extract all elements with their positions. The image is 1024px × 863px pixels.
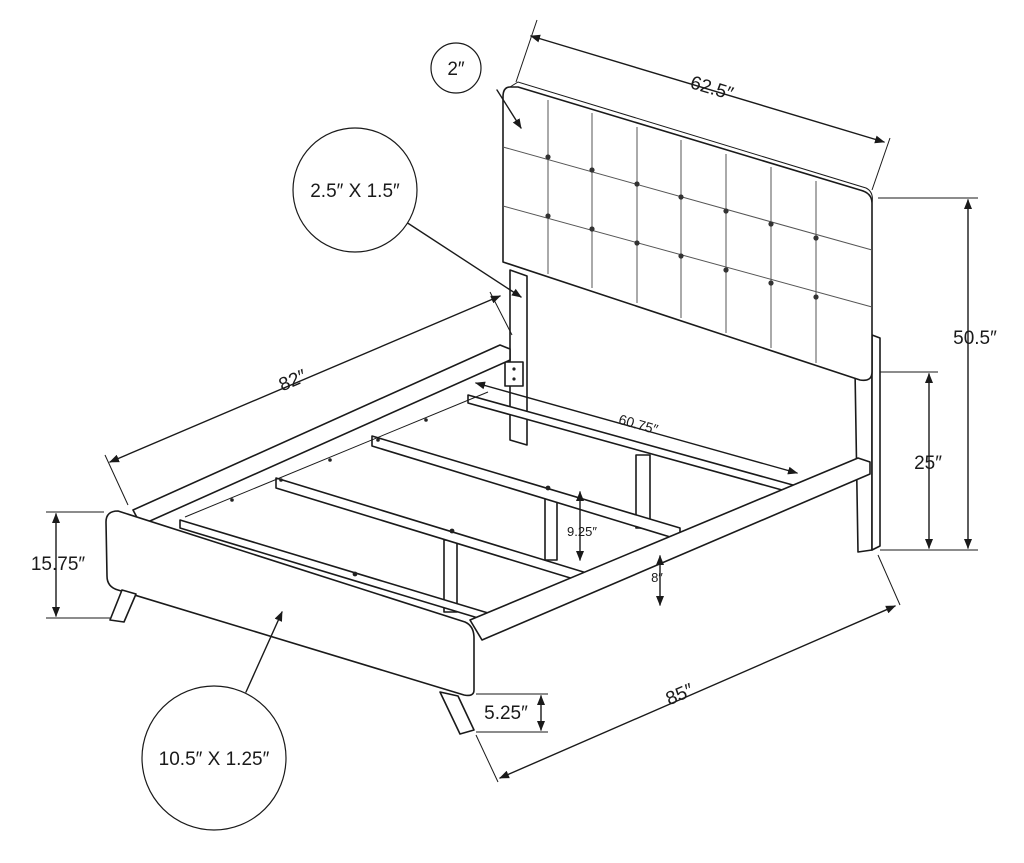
label-leg-height: 5.25″ [484,703,528,724]
front-left-leg [109,589,137,623]
label-rail-section: 10.5″ X 1.25″ [159,749,270,770]
label-footboard-height: 15.75″ [31,554,86,575]
rail-bracket [504,361,524,387]
label-inner-width: 60.75″ [617,411,660,437]
label-frame-length: 82″ [276,366,310,396]
bubble-rail-section [141,685,287,831]
front-right-leg [439,691,475,735]
label-headboard-height: 50.5″ [953,328,997,349]
tuft-buttons [545,154,819,300]
frame [105,344,871,735]
headboard-panel [502,86,873,382]
label-headboard-width: 62.5″ [688,72,736,105]
label-headboard-thickness: 2″ [447,59,465,80]
footboard [105,510,475,697]
right-side-rail [469,457,871,641]
bubble-thickness [430,42,482,94]
bubble-post-section [292,127,418,253]
label-slat-height: 9.25″ [567,524,597,539]
dimension-lines [46,19,978,783]
label-post-height: 25″ [914,453,942,474]
label-rail-height: 8″ [651,570,663,585]
label-post-section: 2.5″ X 1.5″ [310,181,400,202]
